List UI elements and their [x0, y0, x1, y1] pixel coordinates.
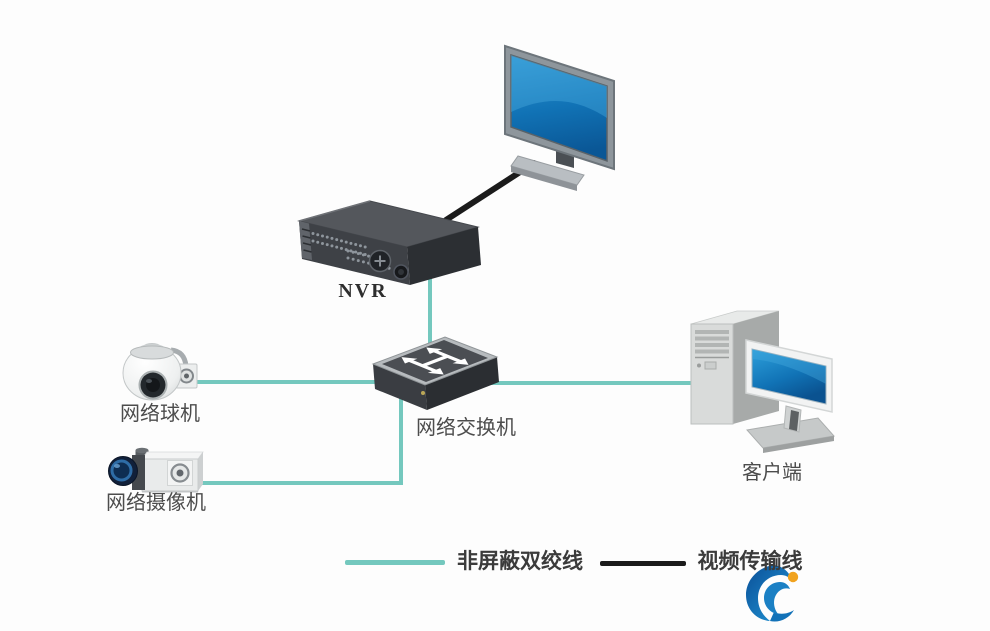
- client-label: 客户端: [742, 462, 802, 484]
- box-camera-side-dot: [176, 469, 184, 477]
- dome-camera-label: 网络球机: [120, 403, 200, 425]
- logo-orange-dot: [787, 571, 799, 583]
- switch-label: 网络交换机: [416, 417, 516, 439]
- client-monitor-neck-slot: [789, 410, 799, 431]
- box-camera-device: [108, 447, 204, 493]
- box-camera-top-face: [141, 451, 204, 460]
- switch-device: [373, 337, 499, 410]
- legend-video-line-swatch: [600, 561, 686, 566]
- nvr-top-edge-highlight: [298, 200, 371, 222]
- dome-camera-cap-base: [130, 345, 174, 360]
- logo-inner-hook: [764, 582, 790, 614]
- client-monitor-glare: [752, 349, 826, 384]
- box-camera-label: 网络摄像机: [106, 492, 206, 514]
- client-monitor-base-edge: [763, 436, 834, 453]
- switch-right-face: [425, 357, 499, 410]
- dome-camera-lens-bezel: [138, 370, 168, 400]
- client-monitor-screen: [751, 348, 827, 405]
- monitor-screen: [510, 53, 608, 163]
- monitor-stand-base-edge: [511, 166, 577, 191]
- nvr-jog-knob-center: [398, 269, 404, 275]
- client-tower-button-panel: [704, 361, 717, 370]
- client-tower-drive-bays: [695, 330, 729, 354]
- monitor-screen-glare: [511, 55, 607, 118]
- connection-lines: [194, 160, 697, 485]
- client-pc-device: [690, 310, 835, 453]
- switch-front-face: [373, 364, 427, 410]
- legend-utp-line-swatch: [345, 560, 445, 565]
- client-tower-power-button: [697, 363, 701, 368]
- legend-video-label: 视频传输线: [697, 549, 803, 573]
- nvr-right-face: [407, 227, 481, 285]
- nvr-device: [297, 200, 481, 285]
- logo-outer-swirl: [746, 565, 792, 621]
- watermark-logo: [746, 565, 799, 622]
- legend-utp-label: 非屏蔽双绞线: [457, 549, 583, 573]
- box-camera-lens-glint: [114, 464, 120, 468]
- dome-camera-mount-dot: [184, 373, 189, 379]
- switch-status-led: [421, 391, 425, 395]
- client-tower-front: [690, 323, 734, 425]
- box-camera-side-face: [198, 452, 203, 491]
- dome-camera-lens-glint: [146, 379, 152, 383]
- box-camera-adjuster: [135, 450, 149, 457]
- monitor-device: [504, 44, 615, 191]
- switch-arrows-icon: [395, 345, 474, 377]
- box-camera-adjuster-top: [135, 447, 149, 454]
- nvr-label: NVR: [338, 280, 388, 302]
- nvr-vent-slots: [301, 228, 312, 253]
- dome-camera-device: [122, 343, 198, 401]
- connection-box-camera-switch-utp: [194, 388, 403, 485]
- box-camera-lens-ring: [110, 459, 133, 482]
